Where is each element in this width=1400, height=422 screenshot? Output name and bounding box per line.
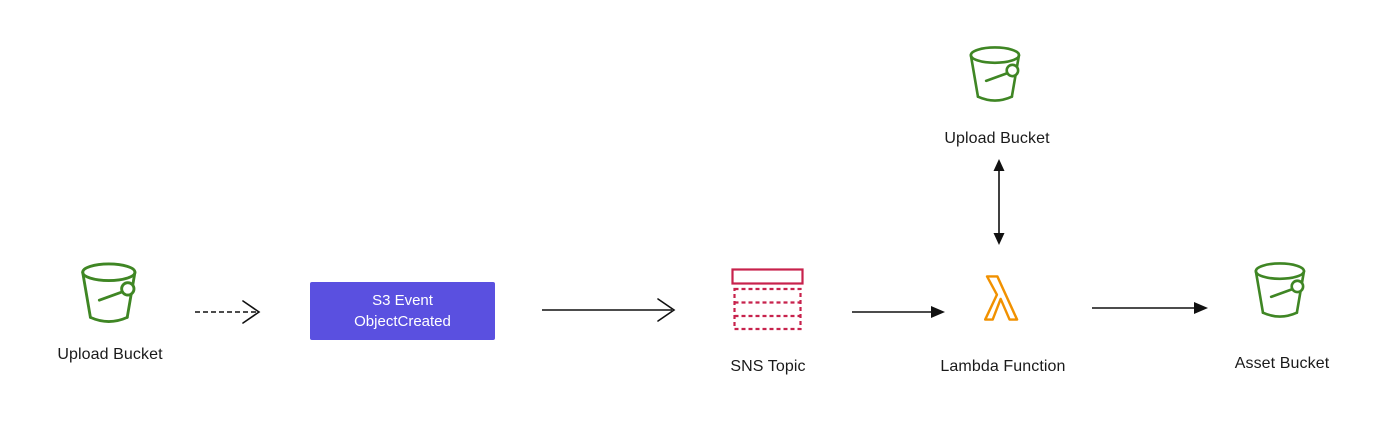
upload-bucket-top-label: Upload Bucket xyxy=(944,130,1050,147)
arrow-upload-to-event-icon xyxy=(195,300,261,324)
asset-bucket-label: Asset Bucket xyxy=(1234,355,1330,372)
s3-bucket-icon xyxy=(969,46,1021,102)
arrow-sns-to-lambda-icon xyxy=(852,306,945,318)
lambda-function-label: Lambda Function xyxy=(940,358,1066,375)
arrow-lambda-upload-bidirectional-icon xyxy=(993,159,1005,245)
lambda-icon xyxy=(983,275,1019,321)
arrow-event-to-sns-icon xyxy=(542,298,676,322)
upload-bucket-left-label: Upload Bucket xyxy=(57,346,163,363)
s3-bucket-icon xyxy=(81,262,137,323)
sns-topic-icon xyxy=(731,268,804,331)
s3-event-node: S3 Event ObjectCreated xyxy=(310,282,495,340)
s3-event-line1: S3 Event xyxy=(372,292,433,309)
arrow-lambda-to-asset-icon xyxy=(1092,302,1208,314)
s3-bucket-icon xyxy=(1254,262,1306,318)
sns-topic-label: SNS Topic xyxy=(730,358,806,375)
s3-event-line2: ObjectCreated xyxy=(354,313,451,330)
